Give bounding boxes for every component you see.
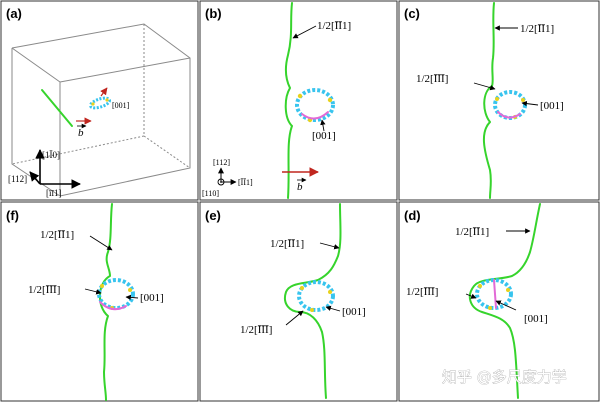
simulation-box xyxy=(11,23,191,197)
panel-e: (e) 1/2[ĪĪ1] 1/2[ĪĪĪ] [001] xyxy=(199,201,398,402)
loop-burgers-f: 1/2[ĪĪĪ] xyxy=(28,284,60,296)
axis-z-label-b: [110] xyxy=(202,189,219,198)
loop-e xyxy=(297,280,335,312)
loop-direction-c: [001] xyxy=(540,100,564,112)
line-direction-e: 1/2[ĪĪ1] xyxy=(270,238,304,250)
loop-a xyxy=(88,87,112,110)
circle-dot-icon xyxy=(217,178,225,186)
panel-f-label: (f) xyxy=(6,208,19,223)
panel-b-label: (b) xyxy=(205,6,222,21)
panel-a-label: (a) xyxy=(6,6,22,21)
dislocation-line-a xyxy=(41,89,73,127)
loop-direction-b: [001] xyxy=(312,130,336,142)
burgers-vector-a: b xyxy=(76,117,92,139)
panel-d: (d) 1/2[ĪĪ1] 1/2[ĪĪĪ] [001] xyxy=(398,201,600,402)
watermark: 知乎 @多尺度力学 xyxy=(442,368,567,386)
line-direction-d: 1/2[ĪĪ1] xyxy=(455,226,489,238)
loop-direction-f: [001] xyxy=(140,292,164,304)
axis-y-label-b: [112] xyxy=(213,158,230,167)
line-direction-b: 1/2[ĪĪ1] xyxy=(317,20,351,32)
panel-c-border xyxy=(398,0,600,201)
loop-f xyxy=(97,278,135,311)
line-direction-f: 1/2[ĪĪ1] xyxy=(40,229,74,241)
panel-c: (c) 1/2[ĪĪ1] 1/2[ĪĪĪ] [001] xyxy=(398,0,600,201)
loop-burgers-d: 1/2[ĪĪĪ] xyxy=(406,286,438,298)
loop-direction-e: [001] xyxy=(342,306,366,318)
dislocation-line-d xyxy=(468,203,541,399)
panel-f: (f) 1/2[ĪĪ1] 1/2[ĪĪĪ] [001] xyxy=(0,201,199,402)
axis-y-label-a: [1Ī0] xyxy=(42,150,60,160)
panel-e-border xyxy=(199,201,398,402)
loop-b xyxy=(295,88,335,123)
dislocation-line-c xyxy=(483,2,495,199)
dislocation-line-b xyxy=(284,2,293,199)
axis-triad-a: [1Ī0] [īī1] [112] xyxy=(8,149,81,198)
axis-triad-b: [112] [ĪĪ1] [110] xyxy=(202,158,253,198)
panel-a-border xyxy=(0,0,199,201)
panel-e-label: (e) xyxy=(205,208,221,223)
panel-b: (b) 1/2[ĪĪ1] [001] [112] [ĪĪ1] [110] b xyxy=(199,0,398,201)
axis-x-label-b: [ĪĪ1] xyxy=(238,178,253,187)
axis-z-label-a: [112] xyxy=(8,174,27,184)
loop-direction-d: [001] xyxy=(524,313,548,325)
loop-direction-a: [001] xyxy=(112,101,130,110)
axis-x-label-a: [īī1] xyxy=(46,188,62,198)
panel-d-label: (d) xyxy=(404,208,421,223)
dislocation-line-e xyxy=(284,203,342,399)
burgers-label-a: b xyxy=(78,127,84,139)
line-direction-c: 1/2[ĪĪ1] xyxy=(520,23,554,35)
burgers-vector-b: b xyxy=(282,167,319,193)
loop-burgers-c: 1/2[ĪĪĪ] xyxy=(416,73,448,85)
panel-a: (a) [001] b xyxy=(0,0,199,201)
panel-c-label: (c) xyxy=(404,6,420,21)
loop-burgers-e: 1/2[ĪĪĪ] xyxy=(240,324,272,336)
burgers-label-b: b xyxy=(297,181,303,193)
